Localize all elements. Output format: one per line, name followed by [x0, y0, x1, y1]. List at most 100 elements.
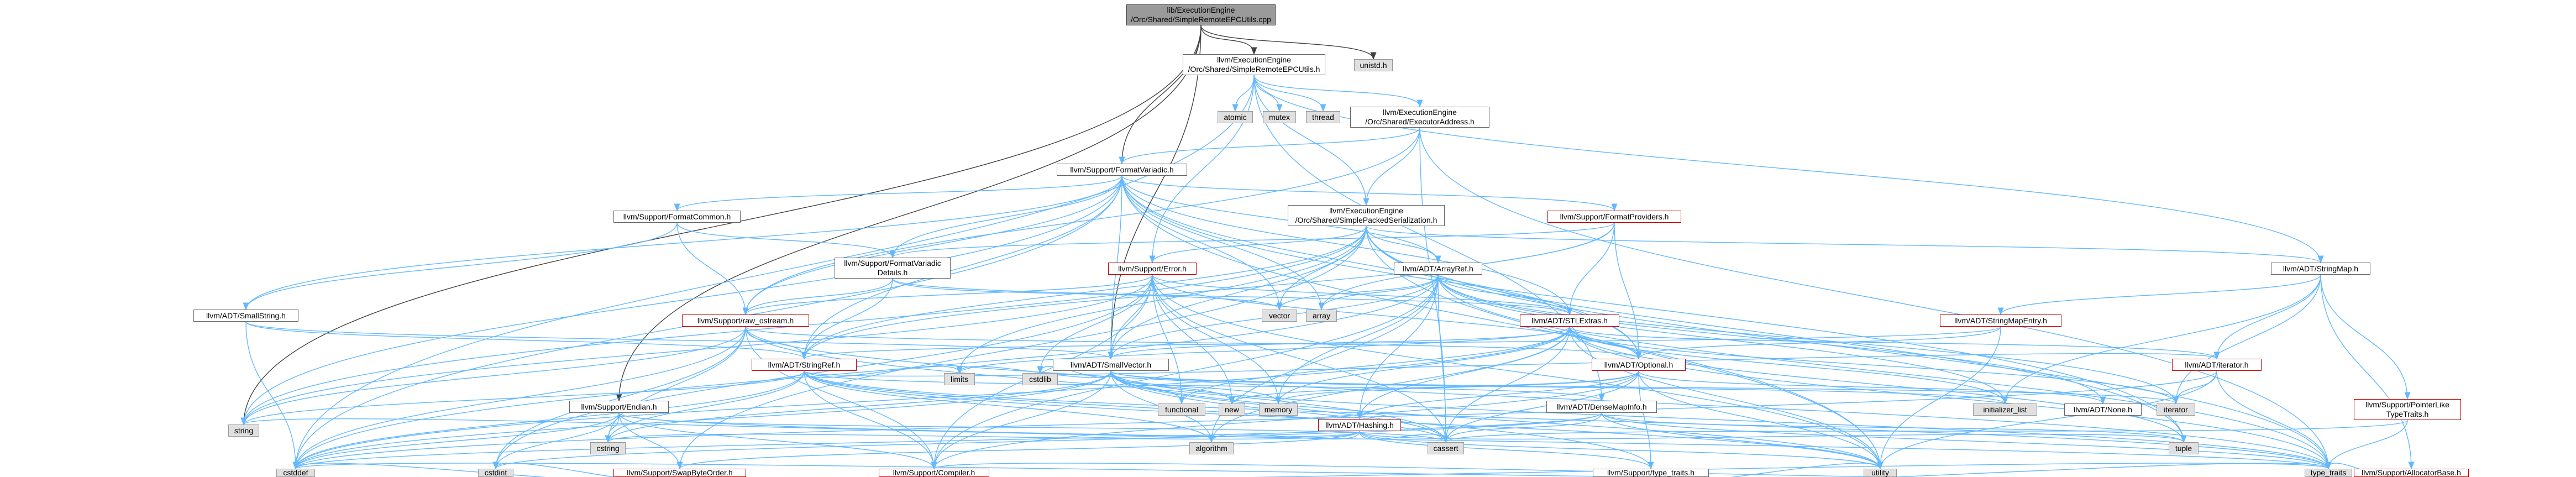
node-none[interactable]: llvm/ADT/None.h [2064, 403, 2142, 416]
node-iterator[interactable]: llvm/ADT/iterator.h [2172, 359, 2262, 371]
node-formatvariadic[interactable]: llvm/Support/FormatVariadic.h [1057, 164, 1187, 176]
node-line-0: iterator [2164, 405, 2188, 414]
node-functional[interactable]: functional [1158, 403, 1205, 416]
node-densemapinfo[interactable]: llvm/ADT/DenseMapInfo.h [1546, 401, 1657, 413]
node-line-0: llvm/ADT/None.h [2074, 405, 2132, 414]
edge-hashing-to-swapbyteorder [676, 431, 1360, 470]
node-typetraits[interactable]: type_traits [2305, 468, 2352, 477]
node-stlextras[interactable]: llvm/ADT/STLExtras.h [1520, 314, 1619, 327]
node-line-0: limits [951, 374, 968, 384]
edge-stringmap-to-ptrlike [2320, 274, 2411, 400]
node-typetraitsllvm[interactable]: llvm/Support/type_traits.h [1593, 468, 1709, 477]
edge-smallstring-to-stringref [245, 321, 807, 360]
node-execaddr[interactable]: llvm/ExecutionEngine/Orc/Shared/Executor… [1350, 107, 1489, 128]
node-cstring[interactable]: cstring [590, 442, 626, 454]
edge-root-to-unistd [1200, 25, 1377, 60]
edge-densemapinfo-to-tuple [1601, 412, 2187, 443]
node-atomic[interactable]: atomic [1218, 111, 1253, 123]
node-memory[interactable]: memory [1259, 403, 1298, 416]
node-compiler[interactable]: llvm/Support/Compiler.h [879, 468, 989, 477]
node-line-0: llvm/ADT/ArrayRef.h [1403, 264, 1473, 273]
node-hashing[interactable]: llvm/ADT/Hashing.h [1318, 419, 1401, 431]
node-line-0: llvm/Support/raw_ostream.h [697, 316, 794, 325]
edge-error-to-cstdint [492, 274, 1153, 470]
node-line-0: llvm/ADT/DenseMapInfo.h [1556, 402, 1647, 411]
node-unistd[interactable]: unistd.h [1354, 59, 1393, 71]
edge-root-to-string [240, 25, 1202, 426]
node-new[interactable]: new [1219, 403, 1245, 416]
edge-sepcu-to-execaddr [1253, 75, 1423, 108]
edge-sepcu-to-stringmap [1253, 75, 2324, 264]
node-line-1: TypeTraits.h [2386, 410, 2429, 418]
edge-stringref-to-typetraits [804, 370, 2332, 470]
node-arrayref[interactable]: llvm/ADT/ArrayRef.h [1394, 263, 1482, 275]
node-line-0: atomic [1224, 112, 1247, 122]
edge-sps-to-stringmap [1366, 226, 2324, 264]
node-line-0: llvm/ADT/SmallString.h [206, 311, 286, 320]
node-mutex[interactable]: mutex [1263, 111, 1296, 123]
node-allocatorbase[interactable]: llvm/Support/AllocatorBase.h [2354, 468, 2469, 477]
node-sps[interactable]: llvm/ExecutionEngine/Orc/Shared/SimplePa… [1288, 205, 1445, 226]
node-cstdint[interactable]: cstdint [478, 468, 513, 477]
node-line-0: llvm/Support/SwapByteOrder.h [627, 468, 733, 477]
node-formatproviders[interactable]: llvm/Support/FormatProviders.h [1547, 211, 1681, 223]
node-smallvector[interactable]: llvm/ADT/SmallVector.h [1053, 359, 1169, 371]
edge-stringref-to-cstddef [292, 370, 805, 470]
node-error[interactable]: llvm/Support/Error.h [1108, 263, 1197, 275]
node-stringref[interactable]: llvm/ADT/StringRef.h [752, 359, 857, 371]
node-cassert[interactable]: cassert [1428, 442, 1464, 454]
edge-optional-to-compiler [931, 370, 1639, 470]
node-root[interactable]: lib/ExecutionEngine/Orc/Shared/SimpleRem… [1126, 4, 1276, 25]
edge-fvdetails-to-rawostream [742, 278, 893, 316]
edge-stringmap-to-allocatorbase [2320, 274, 2415, 470]
node-formatcommon[interactable]: llvm/Support/FormatCommon.h [613, 211, 741, 223]
edge-sps-to-swapbyteorder [676, 226, 1367, 470]
edge-stringref-to-iterator [804, 352, 2220, 377]
edge-root-to-formatvariadic [1119, 25, 1202, 165]
edge-sepcu-to-sps [1253, 75, 1370, 206]
edge-stringref-to-cassert [804, 370, 1449, 443]
node-vector[interactable]: vector [1262, 310, 1297, 322]
node-line-0: llvm/Support/FormatProviders.h [1560, 212, 1669, 221]
node-cstdlib[interactable]: cstdlib [1022, 373, 1058, 385]
node-line-0: cstddef [283, 468, 308, 477]
node-utility[interactable]: utility [1864, 468, 1897, 477]
node-tuple[interactable]: tuple [2169, 442, 2199, 454]
node-algorithm[interactable]: algorithm [1189, 442, 1234, 454]
node-thread[interactable]: thread [1306, 111, 1340, 123]
edge-rawostream-to-typetraits [745, 326, 2332, 470]
node-swapbyteorder[interactable]: llvm/Support/SwapByteOrder.h [613, 468, 746, 477]
edge-densemapinfo-to-cstddef [292, 412, 1602, 470]
node-stringmap[interactable]: llvm/ADT/StringMap.h [2271, 263, 2370, 275]
node-optional[interactable]: llvm/ADT/Optional.h [1592, 359, 1686, 371]
edge-formatcommon-to-fvdetails [676, 222, 896, 259]
node-smallstring[interactable]: llvm/ADT/SmallString.h [193, 310, 298, 322]
node-limits[interactable]: limits [944, 373, 975, 385]
edge-root-to-smallvector [1108, 25, 1202, 360]
edge-error-to-rawostream [742, 274, 1153, 316]
node-string[interactable]: string [228, 424, 259, 437]
node-rawostream[interactable]: llvm/Support/raw_ostream.h [682, 314, 809, 327]
edge-formatvariadic-to-smallstring [243, 175, 1122, 311]
node-line-0: string [234, 426, 254, 435]
node-stringmapentry[interactable]: llvm/ADT/StringMapEntry.h [1940, 314, 2061, 327]
edge-formatproviders-to-stringref [801, 222, 1615, 360]
node-line-0: unistd.h [1360, 60, 1387, 70]
edge-smallvector-to-limits [956, 366, 1111, 378]
edge-sps-to-vector [1276, 226, 1367, 311]
node-initlist[interactable]: initializer_list [1973, 403, 2037, 416]
node-cstddef[interactable]: cstddef [276, 468, 315, 477]
edge-formatvariadic-to-array [1121, 175, 1325, 311]
node-line-0: llvm/ADT/StringMapEntry.h [1954, 316, 2047, 325]
edge-rawostream-to-compiler [745, 326, 937, 470]
node-iteratorstd[interactable]: iterator [2157, 403, 2195, 416]
edge-execaddr-to-formatvariadic [1119, 127, 1420, 165]
node-sepcu[interactable]: llvm/ExecutionEngine/Orc/Shared/SimpleRe… [1183, 54, 1325, 75]
edge-error-to-cassert [1152, 274, 1449, 443]
node-endian[interactable]: llvm/Support/Endian.h [569, 401, 669, 413]
edge-smallvector-to-utility [1110, 370, 1884, 470]
edge-stlextras-to-iterator [1569, 326, 2220, 360]
node-array[interactable]: array [1306, 310, 1337, 322]
